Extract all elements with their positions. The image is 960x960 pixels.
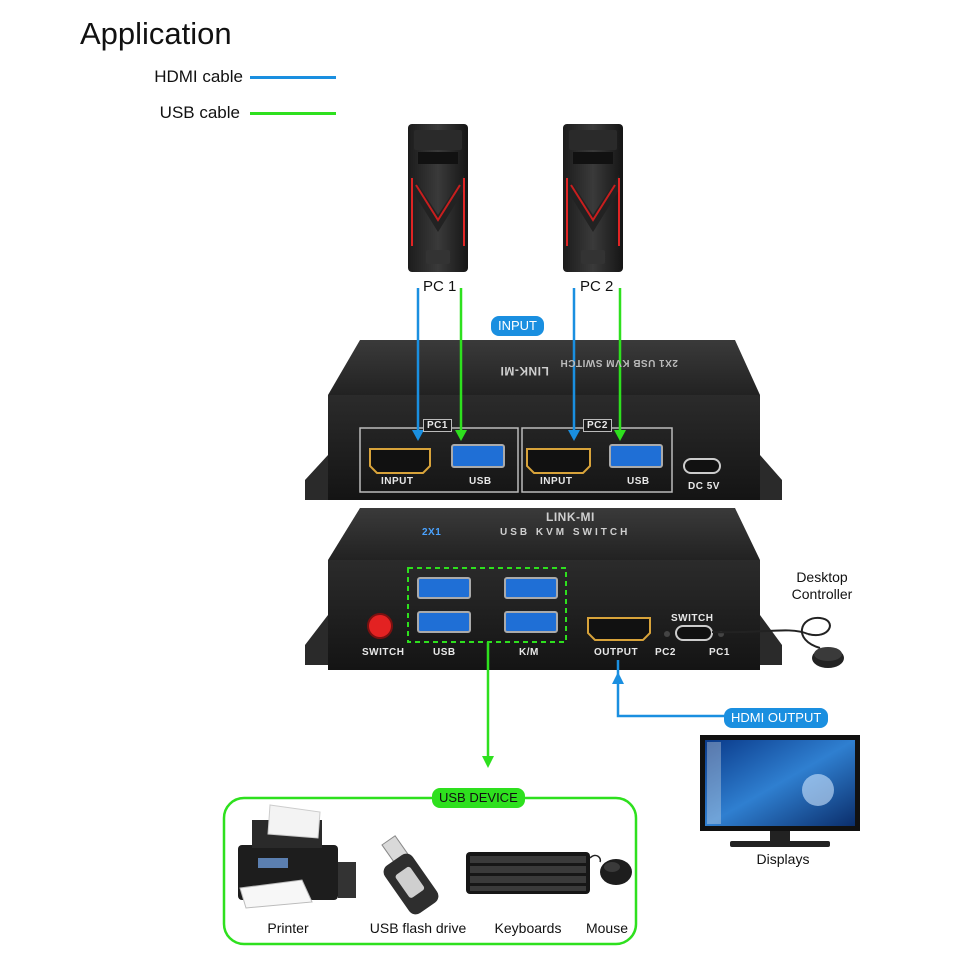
front-model-label: USB KVM SWITCH <box>500 527 631 538</box>
desktop-controller-label: Desktop Controller <box>791 569 853 602</box>
printer-icon <box>238 804 356 909</box>
pc1-hdmi-port-icon <box>369 448 431 474</box>
display-icon <box>700 735 860 847</box>
keyboard-icon <box>466 852 590 894</box>
usb-device-frame <box>222 796 638 946</box>
dc-power-label: DC 5V <box>688 481 720 492</box>
mouse-icon <box>589 854 632 885</box>
pc2-led-label: PC2 <box>655 647 676 658</box>
output-label: OUTPUT <box>594 647 639 658</box>
legend-usb-line <box>250 112 336 115</box>
legend-hdmi-label: HDMI cable <box>154 67 243 86</box>
pc2-usb-port-icon <box>609 444 663 468</box>
front-brand-label: LINK-MI <box>546 510 595 524</box>
switch-label: SWITCH <box>362 647 405 658</box>
dc-power-port-icon <box>683 458 721 474</box>
remote-switch-label: SWITCH <box>671 613 714 624</box>
page-title: Application <box>80 16 232 51</box>
km-label: K/M <box>519 647 539 658</box>
desktop-controller-icon <box>711 616 844 668</box>
pc1-usb-label: USB <box>469 476 492 487</box>
switch-button-icon <box>367 613 393 639</box>
hdmi-output-port-icon <box>587 617 651 641</box>
usb-device-tag: USB DEVICE <box>432 788 525 808</box>
mouse-label: Mouse <box>585 920 629 936</box>
usb-flash-drive-icon <box>381 835 439 915</box>
hdmi-output-tag: HDMI OUTPUT <box>724 708 829 728</box>
pc1-usb-port-icon <box>451 444 505 468</box>
pc2-tower-icon <box>563 124 623 272</box>
printer-label: Printer <box>267 920 309 936</box>
usb-label: USB <box>433 647 456 658</box>
legend-hdmi-line <box>250 76 336 79</box>
usb-flash-drive-label: USB flash drive <box>369 920 467 936</box>
input-tag: INPUT <box>491 316 544 336</box>
pc2-usb-label: USB <box>627 476 650 487</box>
pc1-input-label: INPUT <box>381 476 414 487</box>
pc2-hdmi-port-icon <box>526 448 591 474</box>
rear-model-label: 2X1 USB KVM SWITCH <box>560 357 678 368</box>
pc2-group-label: PC2 <box>583 419 612 432</box>
front-model-prefix: 2X1 <box>422 527 442 538</box>
pc1-tower-icon <box>408 124 468 272</box>
legend-usb-label: USB cable <box>159 103 240 122</box>
pc1-led-label: PC1 <box>709 647 730 658</box>
pc1-group-label: PC1 <box>423 419 452 432</box>
kvm-front-box <box>305 508 782 670</box>
usb-cables <box>459 288 622 758</box>
rear-brand-label: LINK-MI <box>500 364 549 378</box>
displays-label: Displays <box>756 851 810 867</box>
pc2-label: PC 2 <box>580 278 614 295</box>
pc2-input-label: INPUT <box>540 476 573 487</box>
pc1-label: PC 1 <box>423 278 457 295</box>
kvm-rear-box <box>305 340 782 500</box>
keyboards-label: Keyboards <box>494 920 562 936</box>
